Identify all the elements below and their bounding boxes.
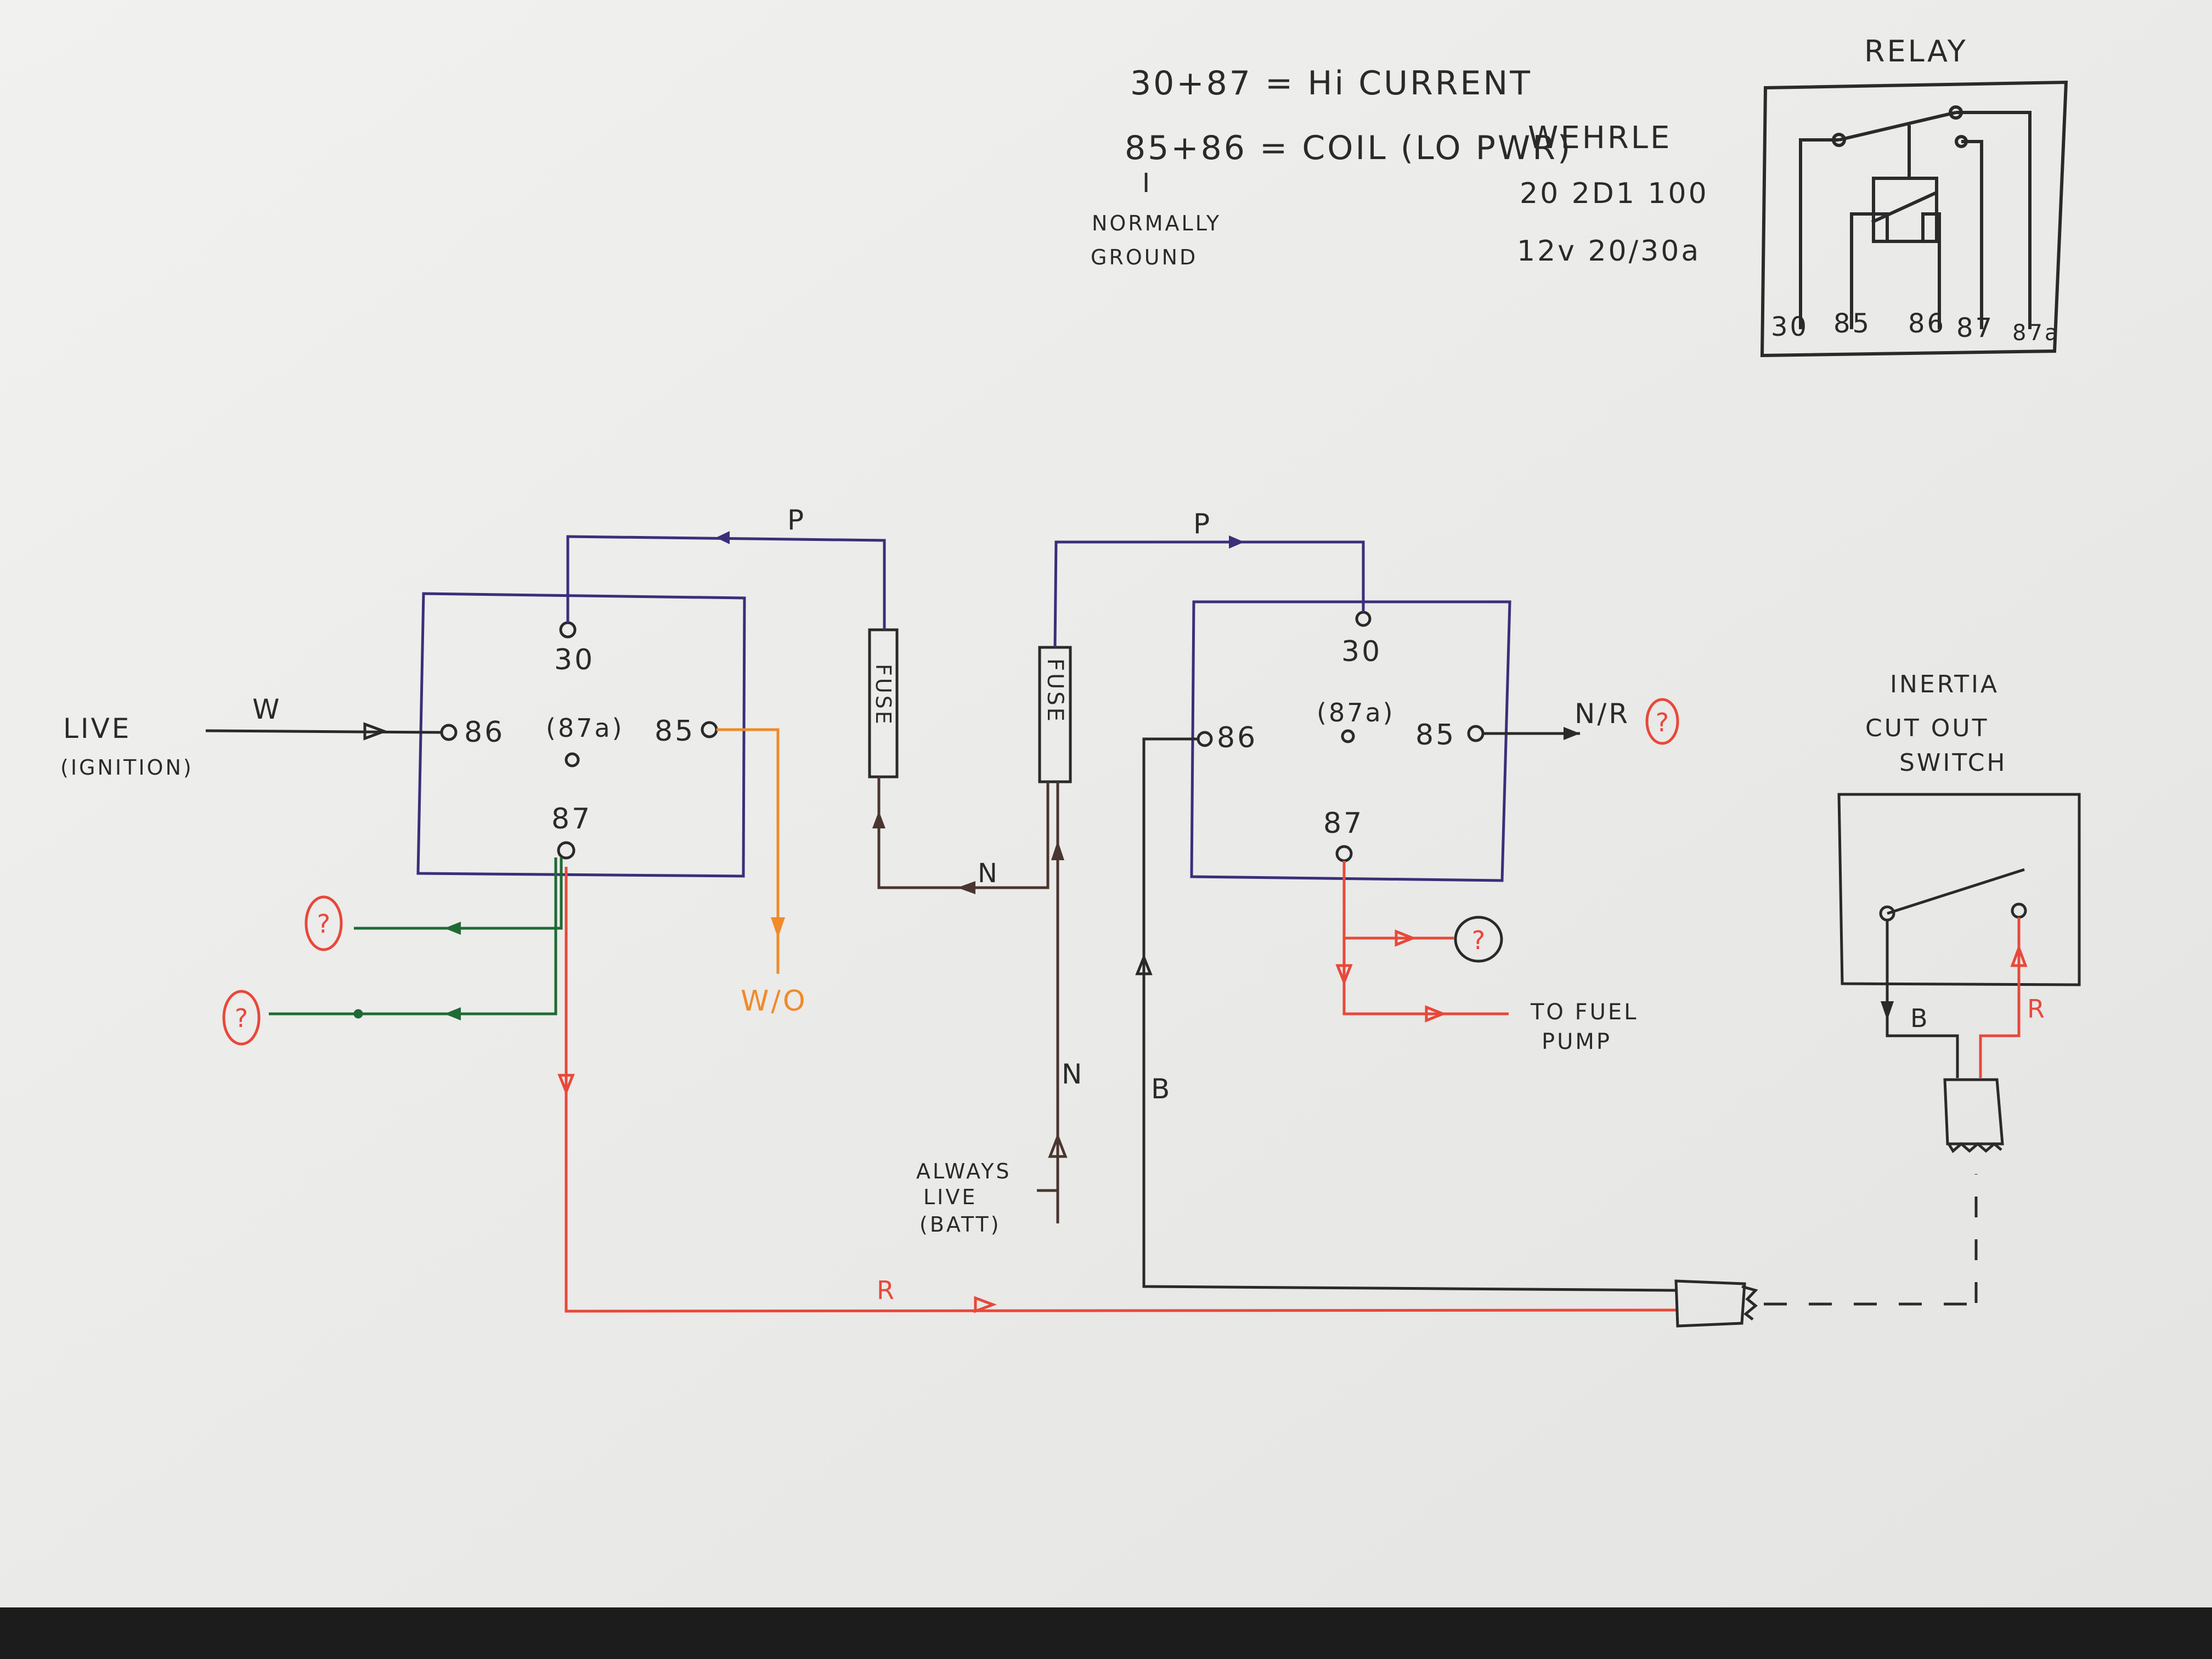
label-switch: SWITCH [1899,749,2007,777]
wire-n-r [1483,727,1580,740]
note-brand: WEHRLE [1528,120,1672,156]
unknown-green-top: ? [304,895,343,951]
note-rating: 12v 20/30a [1517,235,1701,268]
wire-w-o-label: W/O [741,985,808,1018]
relay-key: RELAY 30 85 86 87 87a [1760,34,2068,358]
paper [0,0,2212,1607]
unknown-relay2-87-mark: ? [1472,926,1485,955]
label-always: ALWAYS [916,1159,1012,1183]
unknown-nr: ? [1645,698,1679,745]
unknown-green-bottom-mark: ? [235,1003,248,1033]
wire-b-label: B [1151,1073,1172,1105]
relay-1-pin-87: 87 [551,803,592,836]
connector-plug [1674,1174,1978,1328]
wire-w-o [716,728,785,974]
label-to-fuel: TO FUEL [1530,1000,1638,1025]
relay-1-pin-85: 85 [654,715,695,748]
wire-w [205,722,442,741]
wire-b-switch-label: B [1910,1003,1930,1033]
inertia-switch-red [1979,917,2028,1078]
note-normally: NORMALLY [1092,211,1221,235]
wire-n-vertical-label: N [1062,1058,1084,1090]
wire-relay2-87 [1335,861,1509,1023]
relay-1-pin-87a: (87a) [546,713,624,743]
fuse-left-label: FUSE [871,664,895,726]
relay-key-pin-85: 85 [1833,308,1871,339]
wire-n-r-label: N/R [1575,698,1630,730]
relay-key-coil [1872,177,1938,243]
relay-2-pin-86: 86 [1217,721,1257,754]
note-mark: I [1142,168,1152,199]
relay-2-pin-87a: (87a) [1317,698,1395,727]
label-inertia: INERTIA [1890,670,1999,698]
relay-key-pin-86: 86 [1908,308,1946,339]
unknown-relay2-87: ? [1454,916,1503,963]
wire-p-left-label: P [787,504,806,536]
wire-w-label: W [252,693,281,725]
relay-1-pin-30: 30 [554,644,595,676]
wire-p-right-label: P [1193,508,1212,540]
relay-key-pin-30: 30 [1771,312,1809,342]
label-ignition: (IGNITION) [60,755,194,780]
notes: 30+87 = Hi CURRENT 85+86 = COIL (LO PWR)… [1091,64,1709,269]
wire-p-left [566,531,886,630]
wire-p-right [1053,535,1365,648]
wire-n-horizontal-label: N [978,858,1000,889]
relay-key-pin-87a: 87a [2012,320,2060,346]
wire-r-switch-label: R [2027,994,2047,1024]
label-pump: PUMP [1542,1029,1612,1054]
wire-n [872,777,1068,1223]
relay-2-pin-30: 30 [1341,635,1382,668]
relay-1-pin-86: 86 [464,716,505,749]
relay-1: 30 86 (87a) 85 87 [416,592,746,878]
label-always-live: LIVE [923,1185,977,1209]
label-cut-out: CUT OUT [1865,714,1989,742]
wire-b [1135,737,1677,1292]
wire-r-main [557,867,1677,1313]
desk-edge [0,1607,2212,1659]
relay-2: 30 86 (87a) 85 87 [1190,600,1511,882]
wire-r-bottom-label: R [877,1276,896,1305]
relay-key-pin-87: 87 [1956,313,1994,343]
label-live: LIVE [63,713,131,744]
relay-key-title: RELAY [1864,34,1968,69]
relay-2-box [1190,600,1511,882]
relay-key-switch [1838,111,1956,142]
relay-key-box [1760,80,2068,358]
inertia-switch-box [1837,793,2081,986]
unknown-nr-mark: ? [1656,708,1669,737]
inertia-switch-connector [1943,1078,2004,1153]
relay-2-pin-85: 85 [1415,719,1456,752]
fuse-right-label: FUSE [1042,658,1068,724]
relay-2-pin-87: 87 [1323,807,1364,840]
note-part-number: 20 2D1 100 [1520,177,1709,210]
wire-green [269,857,563,1020]
note-ground: GROUND [1091,245,1198,269]
unknown-green-top-mark: ? [317,909,330,939]
relay-1-box [416,592,746,878]
unknown-green-bottom: ? [222,990,261,1046]
label-batt: (BATT) [919,1212,1001,1237]
note-hi-current: 30+87 = Hi CURRENT [1130,64,1532,103]
note-coil-lo-pwr: 85+86 = COIL (LO PWR) [1125,129,1572,167]
